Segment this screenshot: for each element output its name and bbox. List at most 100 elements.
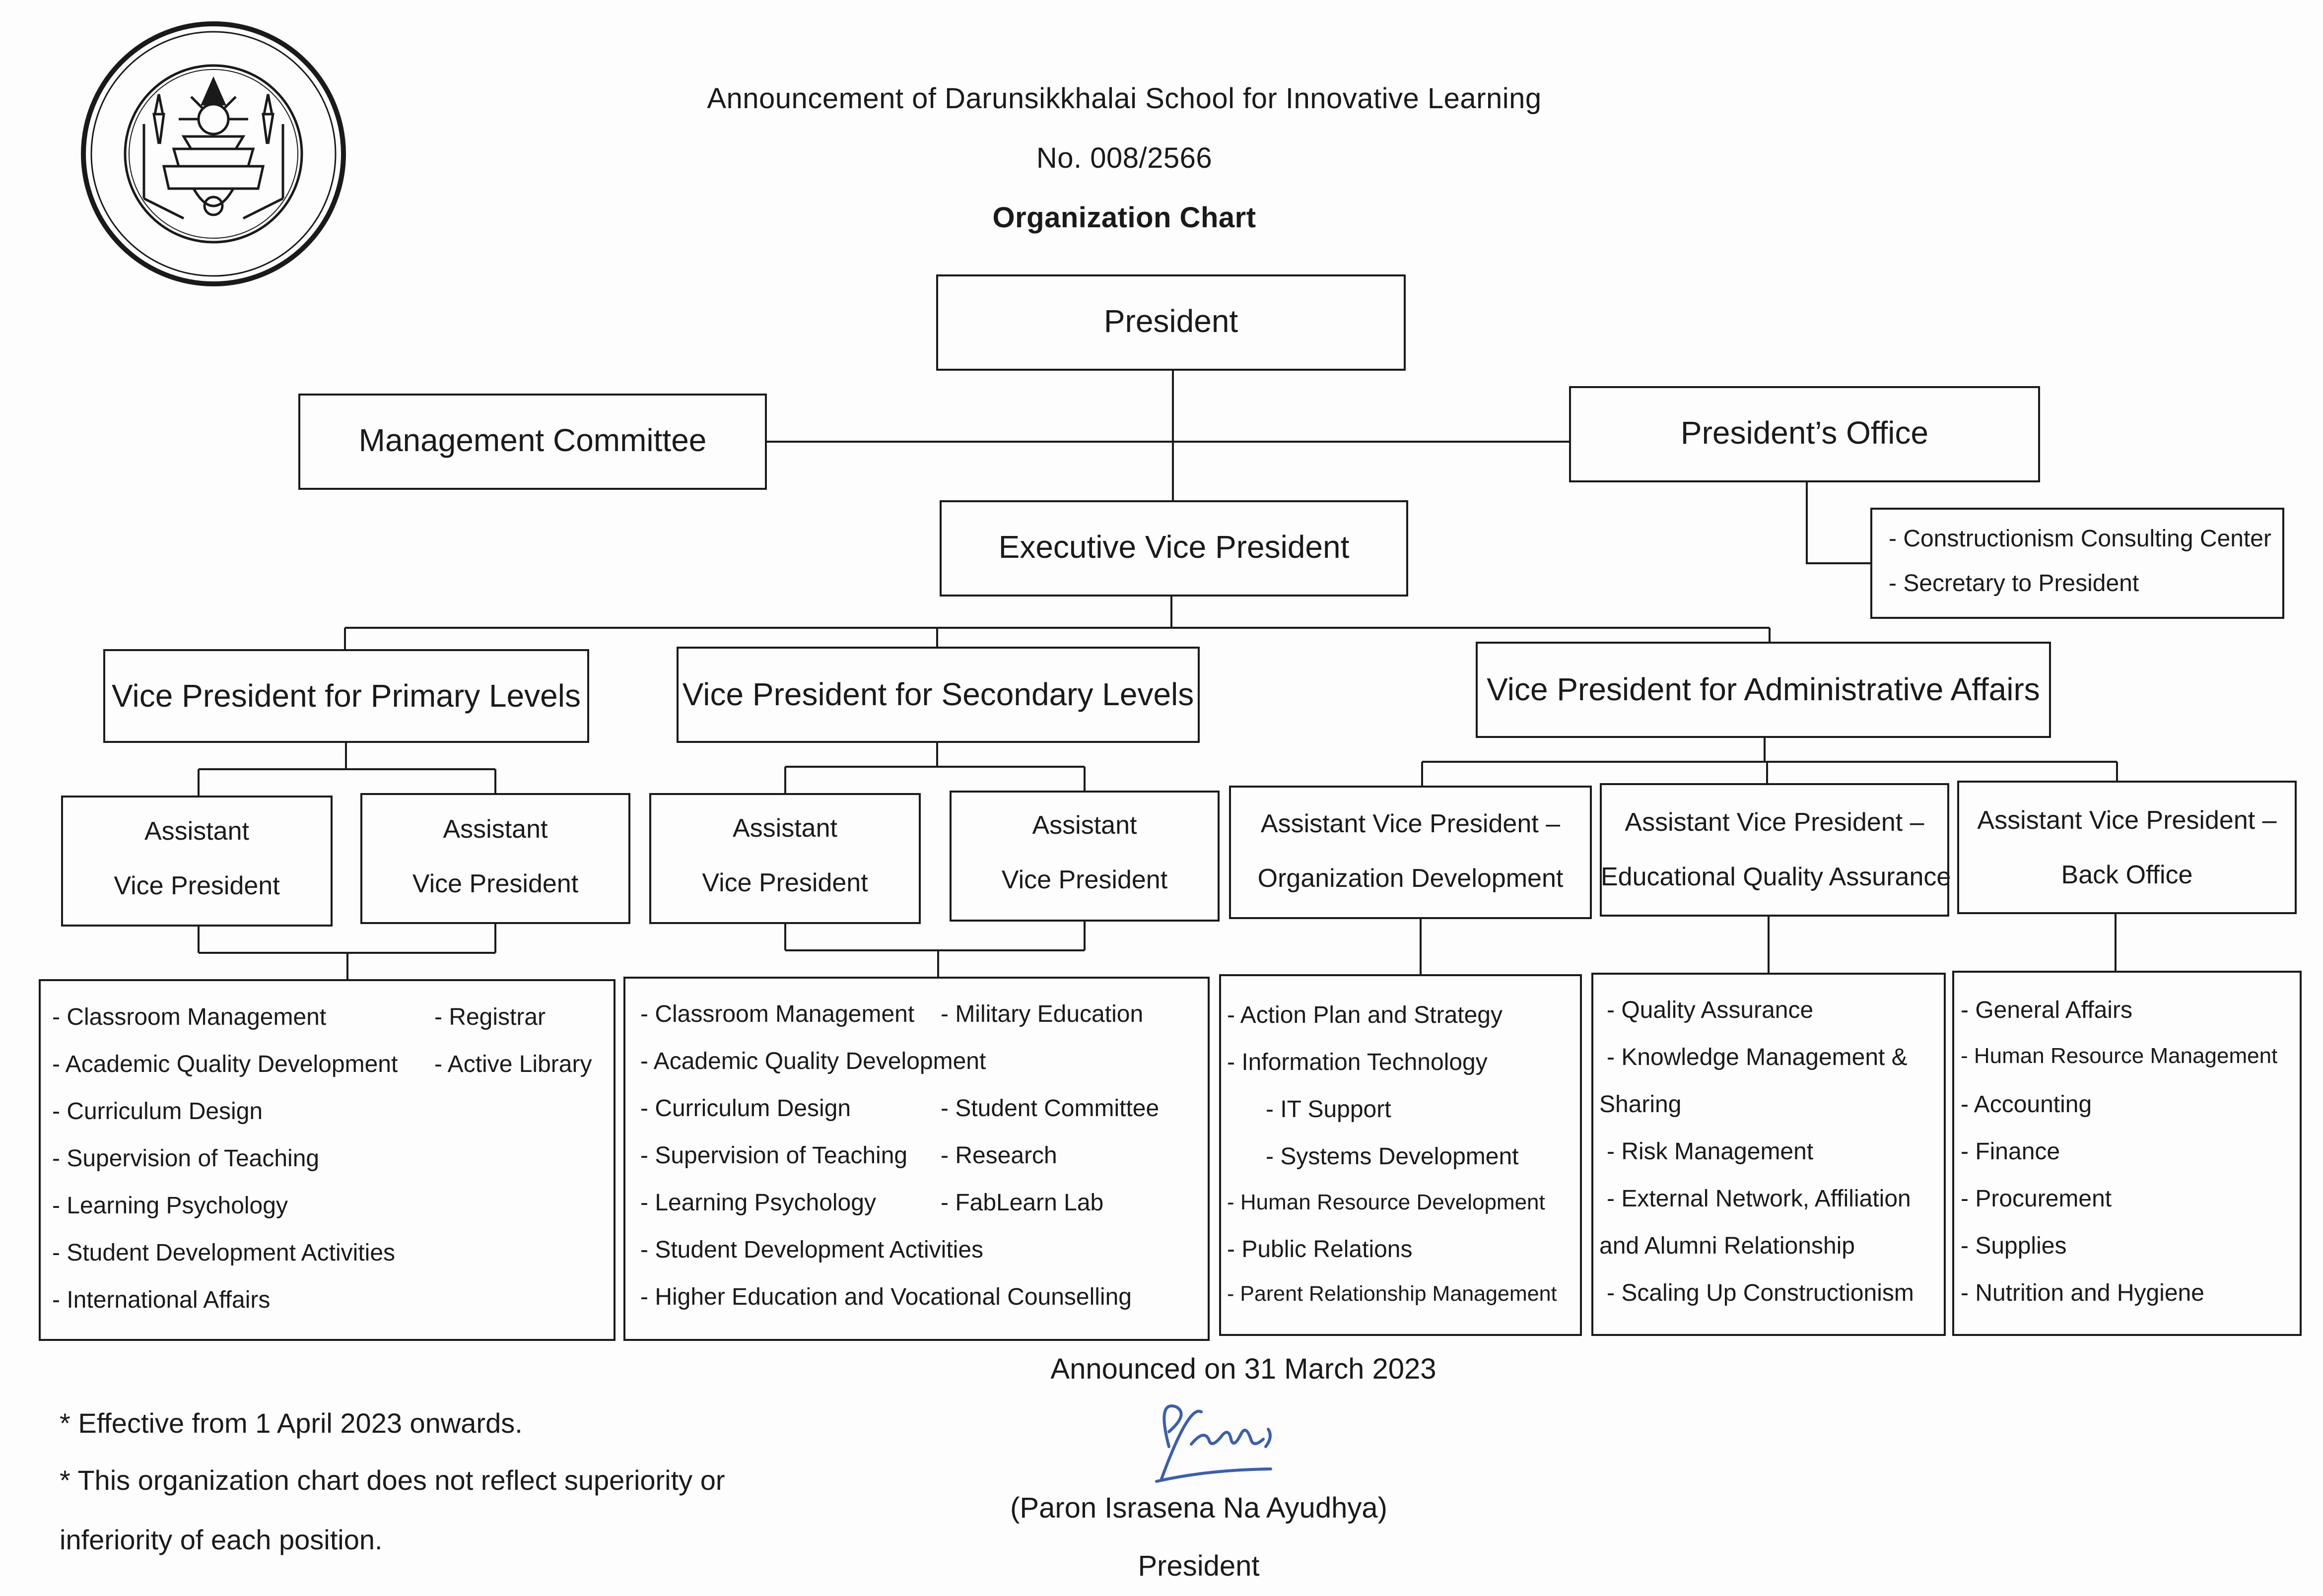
avp-line-1: Assistant Vice President – [1977, 806, 2277, 835]
elbow-office-units [1806, 481, 1871, 564]
avp-line-1: Assistant Vice President – [1260, 809, 1561, 838]
avp-line-2: Educational Quality Assurance [1601, 863, 1951, 891]
duties-secondary-frame [623, 977, 1210, 1341]
duties-bo-list: - General Affairs - Human Resource Manag… [1961, 997, 2296, 1329]
avp-primary-2-box: Assistant Vice President [361, 802, 629, 911]
duties-eqa-list: - Quality Assurance - Knowledge Manageme… [1599, 997, 1942, 1329]
signer-title: President [1138, 1550, 1260, 1582]
list-item: - Human Resource Management [1961, 1044, 2278, 1068]
list-item: - Student Development Activities [640, 1237, 984, 1263]
avp-secondary-2-box: Assistant Vice President [951, 798, 1219, 907]
list-item: - Higher Education and Vocational Counse… [640, 1284, 1132, 1310]
avp-line-2: Vice President [114, 871, 280, 900]
duties-bo-frame [1952, 971, 2302, 1336]
announced-date: Announced on 31 March 2023 [1050, 1353, 1436, 1385]
list-item: - Supervision of Teaching [640, 1142, 908, 1169]
avp-line-2: Vice President [702, 868, 868, 897]
avp-od-frame [1229, 786, 1592, 919]
list-item: - Secretary to President [1889, 570, 2139, 597]
list-item: - Parent Relationship Management [1227, 1282, 1557, 1306]
announcement-heading: Announcement of Darunsikkhalai School fo… [707, 82, 1542, 115]
list-item: - Classroom Management [52, 1004, 327, 1030]
avp-line-2: Organization Development [1257, 864, 1564, 893]
avp-line-2: Back Office [2061, 861, 2193, 889]
avp-line-1: Assistant [1032, 811, 1137, 840]
duties-primary-list: - Classroom Management - Academic Qualit… [52, 1003, 608, 1331]
list-item: - Quality Assurance [1607, 997, 1814, 1023]
list-item: - Public Relations [1227, 1236, 1413, 1263]
presidents-office-box-frame [1569, 386, 2040, 482]
avp-line-1: Assistant [144, 817, 249, 846]
list-item: - Curriculum Design [640, 1095, 851, 1122]
chart-title: Organization Chart [992, 201, 1256, 234]
list-item: - Academic Quality Development [640, 1048, 986, 1074]
duties-od-list: - Action Plan and Strategy - Information… [1227, 1001, 1577, 1329]
avp-secondary-1-box: Assistant Vice President [650, 801, 920, 910]
avp-eqa-frame [1600, 783, 1949, 917]
list-item: - Nutrition and Hygiene [1961, 1280, 2204, 1306]
list-item: and Alumni Relationship [1599, 1233, 1855, 1259]
evp-box: Executive Vice President [998, 529, 1350, 565]
list-item: - International Affairs [52, 1287, 271, 1313]
footnote-effective: * Effective from 1 April 2023 onwards. [60, 1407, 523, 1439]
avp-od-box: Assistant Vice President – Organization … [1230, 797, 1591, 906]
list-item: - Active Library [434, 1051, 592, 1077]
avp-line-1: Assistant [733, 814, 837, 843]
list-item: - Risk Management [1607, 1138, 1814, 1165]
avp-bo-box: Assistant Vice President – Back Office [1958, 793, 2296, 902]
list-item: - Student Committee [941, 1095, 1160, 1122]
list-item: - General Affairs [1961, 997, 2132, 1023]
list-item: - External Network, Affiliation [1607, 1186, 1911, 1212]
president-box: President [1103, 303, 1238, 339]
list-item: - FabLearn Lab [941, 1190, 1104, 1216]
list-item: - Human Resource Development [1227, 1190, 1545, 1214]
list-item: - Supplies [1961, 1233, 2067, 1259]
footnote-hierarchy-line-1: * This organization chart does not refle… [60, 1464, 725, 1496]
list-item: - Scaling Up Constructionism [1607, 1280, 1914, 1306]
vp-admin-box: Vice President for Administrative Affair… [1487, 671, 2040, 707]
list-item: - Curriculum Design [52, 1098, 263, 1125]
office-units-list: - Constructionism Consulting Center - Se… [1889, 525, 2276, 614]
vp-primary-box: Vice President for Primary Levels [112, 678, 581, 714]
university-seal [81, 21, 346, 286]
list-item: - Classroom Management [640, 1001, 915, 1027]
list-item: - Learning Psychology [640, 1190, 876, 1216]
duties-secondary-list: - Classroom Management - Academic Qualit… [640, 1000, 1201, 1333]
list-item: - Military Education [941, 1001, 1144, 1027]
footnote-hierarchy-line-2: inferiority of each position. [60, 1524, 383, 1555]
management-committee-box: Management Committee [358, 422, 707, 458]
list-item: - Information Technology [1227, 1049, 1488, 1075]
list-item: - Finance [1961, 1138, 2060, 1165]
avp-line-1: Assistant Vice President – [1625, 808, 1924, 837]
list-item: - Registrar [434, 1004, 546, 1030]
duties-primary-frame [39, 979, 615, 1341]
list-item: - Procurement [1961, 1186, 2112, 1212]
avp-primary-1-frame [61, 796, 333, 927]
avp-bo-frame [1957, 781, 2297, 914]
duties-od-frame [1219, 974, 1582, 1336]
avp-line-1: Assistant [443, 815, 548, 844]
list-item: - Supervision of Teaching [52, 1145, 320, 1172]
list-item: - Systems Development [1266, 1143, 1519, 1170]
avp-line-2: Vice President [412, 869, 579, 898]
announcement-number: No. 008/2566 [1036, 142, 1213, 174]
list-item: - Action Plan and Strategy [1227, 1002, 1503, 1028]
vp-admin-box-frame [1476, 642, 2051, 738]
list-item: - Knowledge Management & [1607, 1044, 1908, 1070]
presidents-office-box: President’s Office [1680, 415, 1929, 451]
signer-name: (Paron Israsena Na Ayudhya) [1010, 1492, 1387, 1524]
list-item: - Research [941, 1142, 1057, 1169]
avp-line-2: Vice President [1001, 865, 1168, 894]
list-item: - Accounting [1961, 1091, 2092, 1118]
list-item: - Academic Quality Development [52, 1051, 398, 1077]
list-item: - Student Development Activities [52, 1240, 396, 1266]
list-item: - Constructionism Consulting Center [1889, 526, 2271, 552]
avp-primary-1-box: Assistant Vice President [62, 804, 332, 913]
list-item: - IT Support [1266, 1096, 1391, 1123]
president-box-frame [936, 274, 1406, 371]
vp-secondary-box: Vice President for Secondary Levels [682, 676, 1194, 712]
list-item: - Learning Psychology [52, 1193, 288, 1219]
list-item: Sharing [1599, 1091, 1682, 1118]
